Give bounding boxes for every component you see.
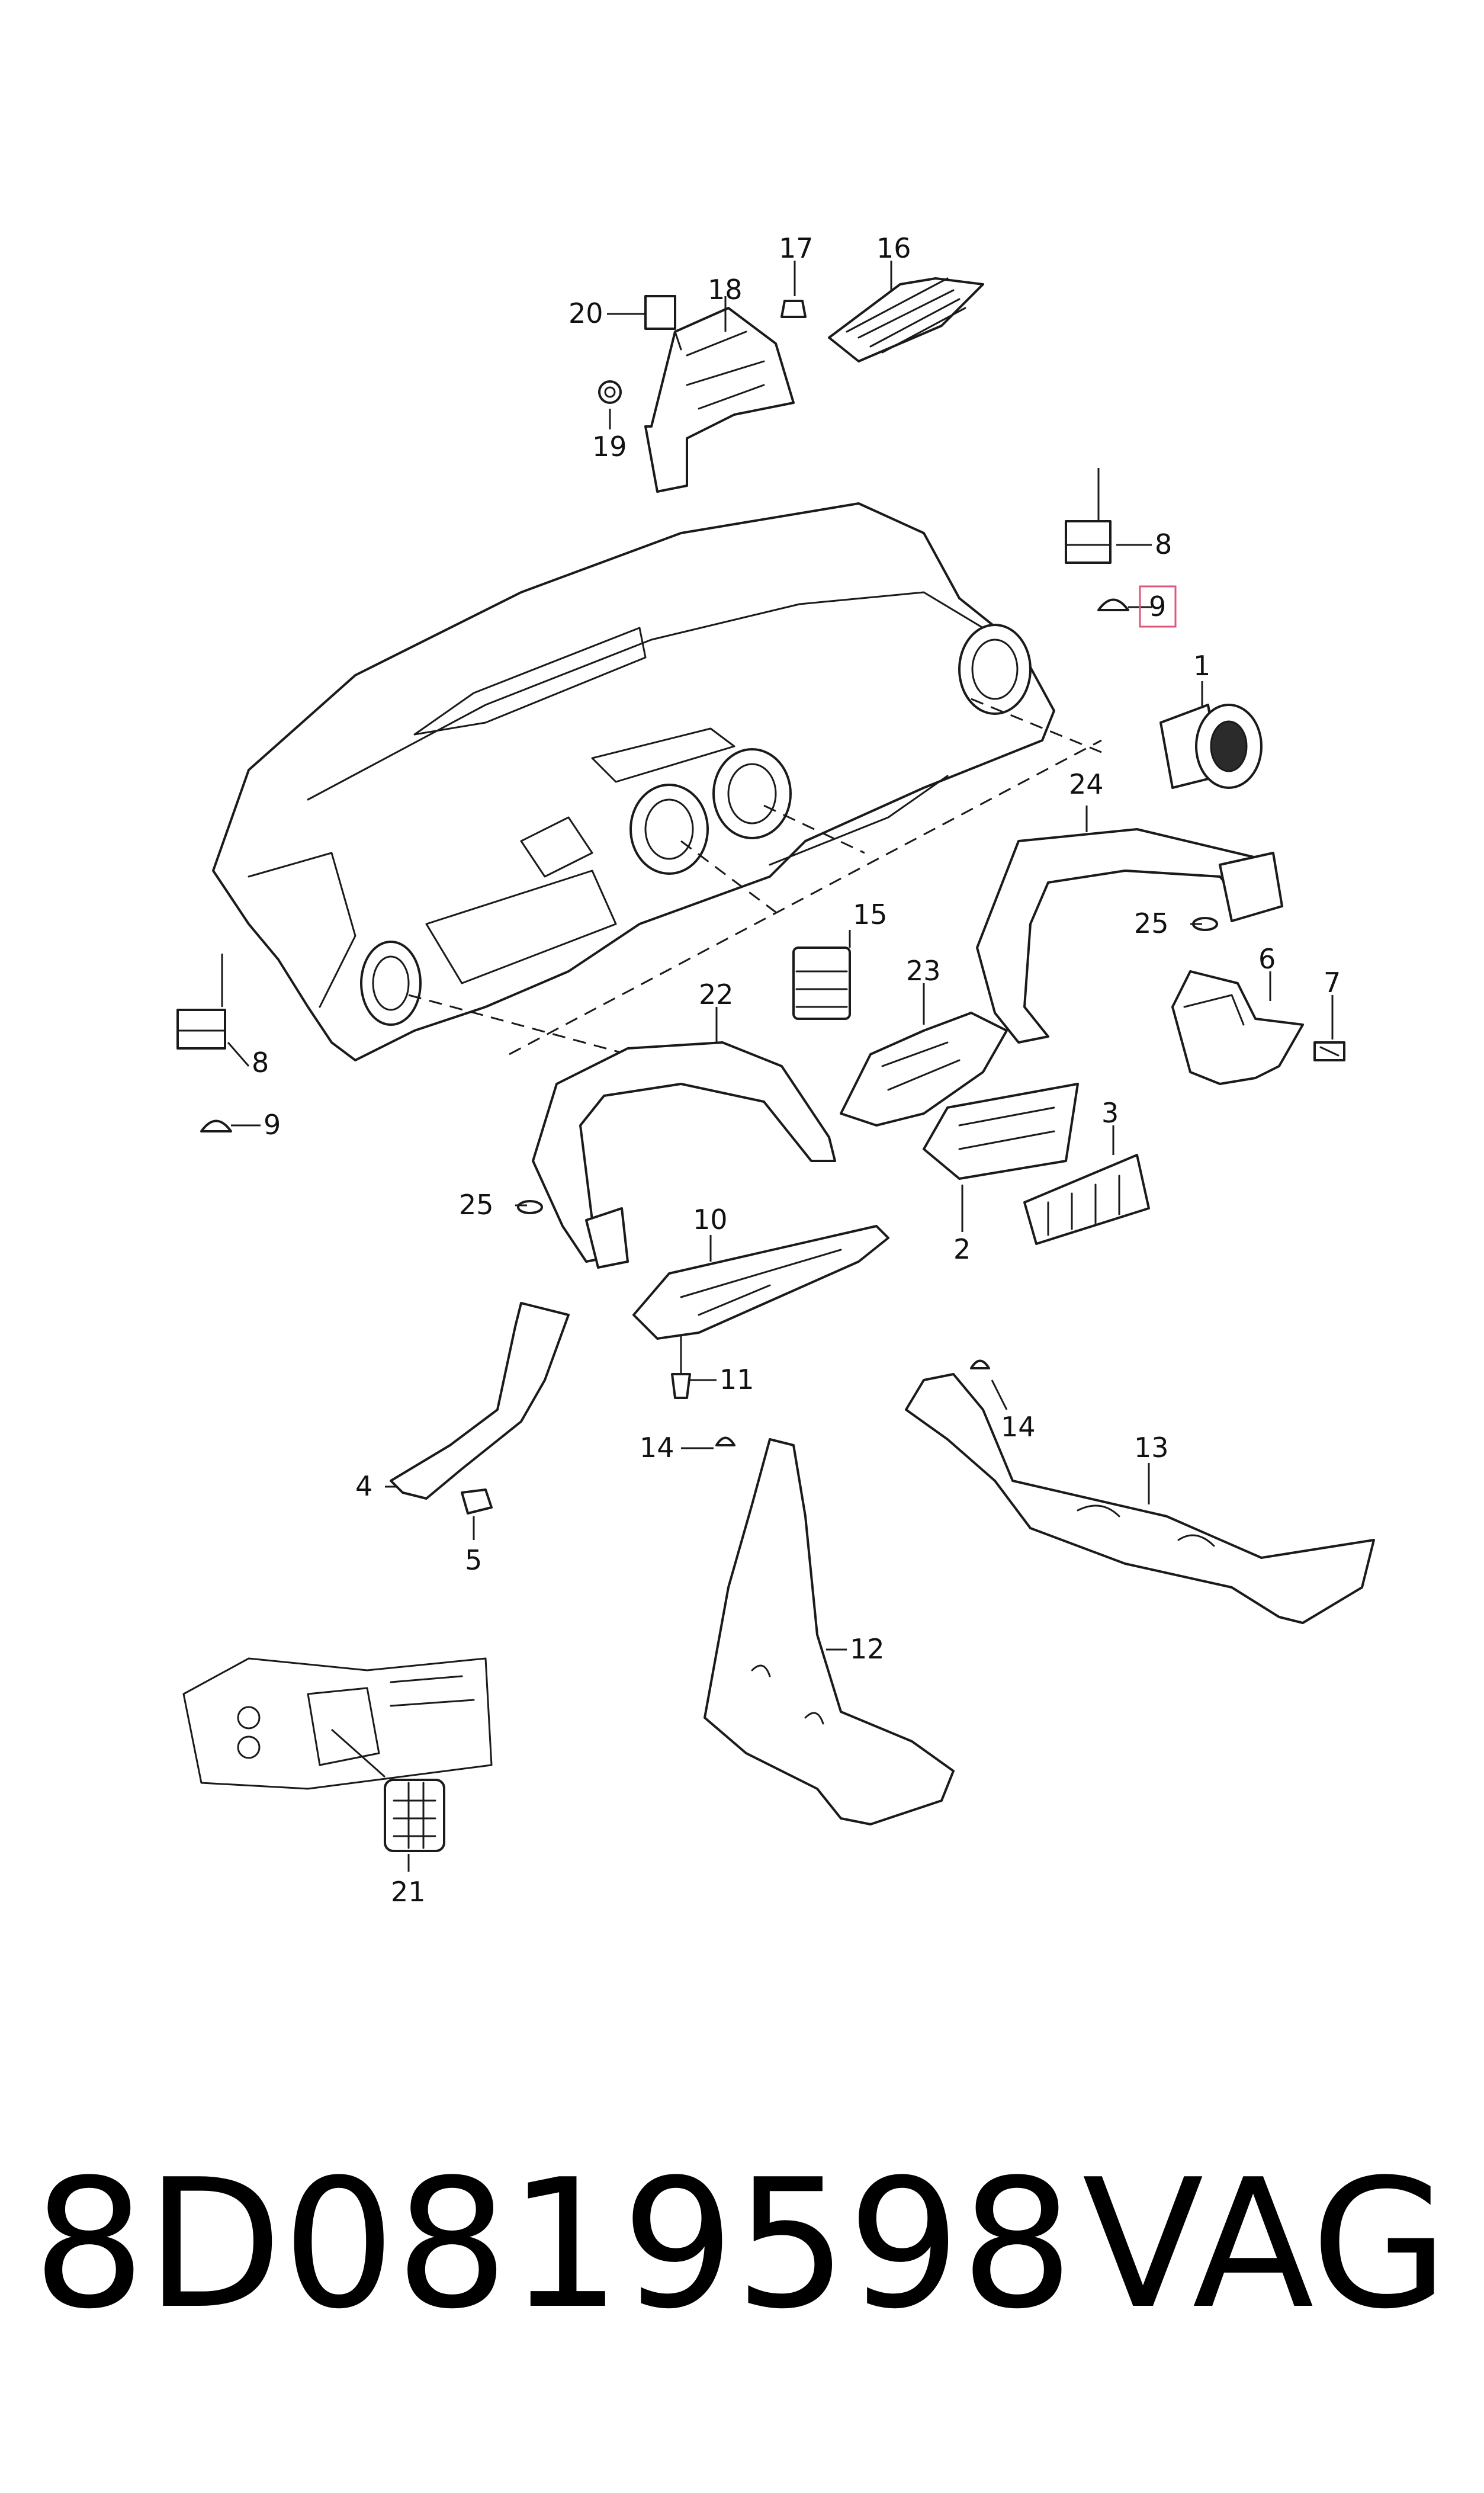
part-21-body-panel [182,1657,493,1790]
highlight-box-9 [1139,585,1177,628]
callout-23: 23 [906,955,941,987]
callout-9-left: 9 [264,1109,281,1141]
part-19-nut [598,380,622,404]
part-4-duct [390,1302,570,1500]
callout-22: 22 [699,978,734,1010]
part-23-center-vent [840,1012,1008,1127]
part-17-clip [780,300,807,318]
part-14-clips [715,1359,990,1446]
callout-19: 19 [592,431,627,463]
callout-8-left: 8 [252,1047,269,1079]
part-21-grille-cover [384,1779,445,1852]
part-8-sensor-right [1065,468,1112,564]
callout-6: 6 [1258,943,1276,975]
part-1-round-vent [1159,704,1263,789]
callout-20: 20 [568,297,603,329]
callout-12: 12 [850,1633,885,1665]
part-20-sensor [644,295,682,351]
callout-25-right: 25 [1134,907,1169,939]
callout-25-left: 25 [459,1189,494,1221]
leader-lines [227,261,1334,1872]
callout-4: 4 [355,1470,372,1502]
part-16-grille [828,277,984,362]
callout-16: 16 [876,232,911,264]
callout-9-right: 9 [1149,591,1166,623]
callout-13: 13 [1134,1432,1169,1464]
part-15-filter [792,946,851,1020]
brand-label: VAG [1082,2141,1448,2348]
part-9-grommets [200,598,1129,1132]
callout-10: 10 [693,1204,728,1236]
callout-5: 5 [465,1544,482,1576]
callout-21: 21 [391,1876,426,1908]
part-24-duct [976,828,1283,1044]
callout-15: 15 [853,899,888,931]
callout-11: 11 [719,1363,754,1395]
part-10-tray [632,1225,889,1340]
part-5-clip [461,1488,493,1515]
callout-2: 2 [953,1233,971,1265]
callout-17: 17 [779,232,814,264]
callout-7: 7 [1324,967,1341,999]
part-13-duct [905,1373,1375,1624]
callout-1: 1 [1193,650,1210,682]
part-6-bracket [1171,970,1304,1085]
callout-14-left: 14 [640,1432,674,1464]
part-2-vent [923,1083,1079,1180]
callout-8-right: 8 [1155,528,1172,560]
part-22-duct [532,1041,836,1269]
assembly-guide-lines [408,698,1102,1055]
callout-24: 24 [1069,768,1104,800]
part-number-label: 8D0819598 [33,2141,1074,2348]
callout-18: 18 [708,274,743,306]
dashboard-panel [212,502,1055,1061]
callout-14-right: 14 [1001,1411,1036,1443]
callout-labels: 20 18 19 17 16 8 9 1 24 25 6 7 15 23 22 … [252,232,1341,1908]
part-7-screw [1313,1041,1345,1061]
part-3-vent-grille [1023,1154,1150,1245]
part-11-screw [671,1373,691,1399]
callout-3: 3 [1101,1097,1119,1129]
part-8-sensor-left [176,954,226,1050]
part-18-bracket [644,307,795,493]
part-12-duct [704,1438,955,1825]
